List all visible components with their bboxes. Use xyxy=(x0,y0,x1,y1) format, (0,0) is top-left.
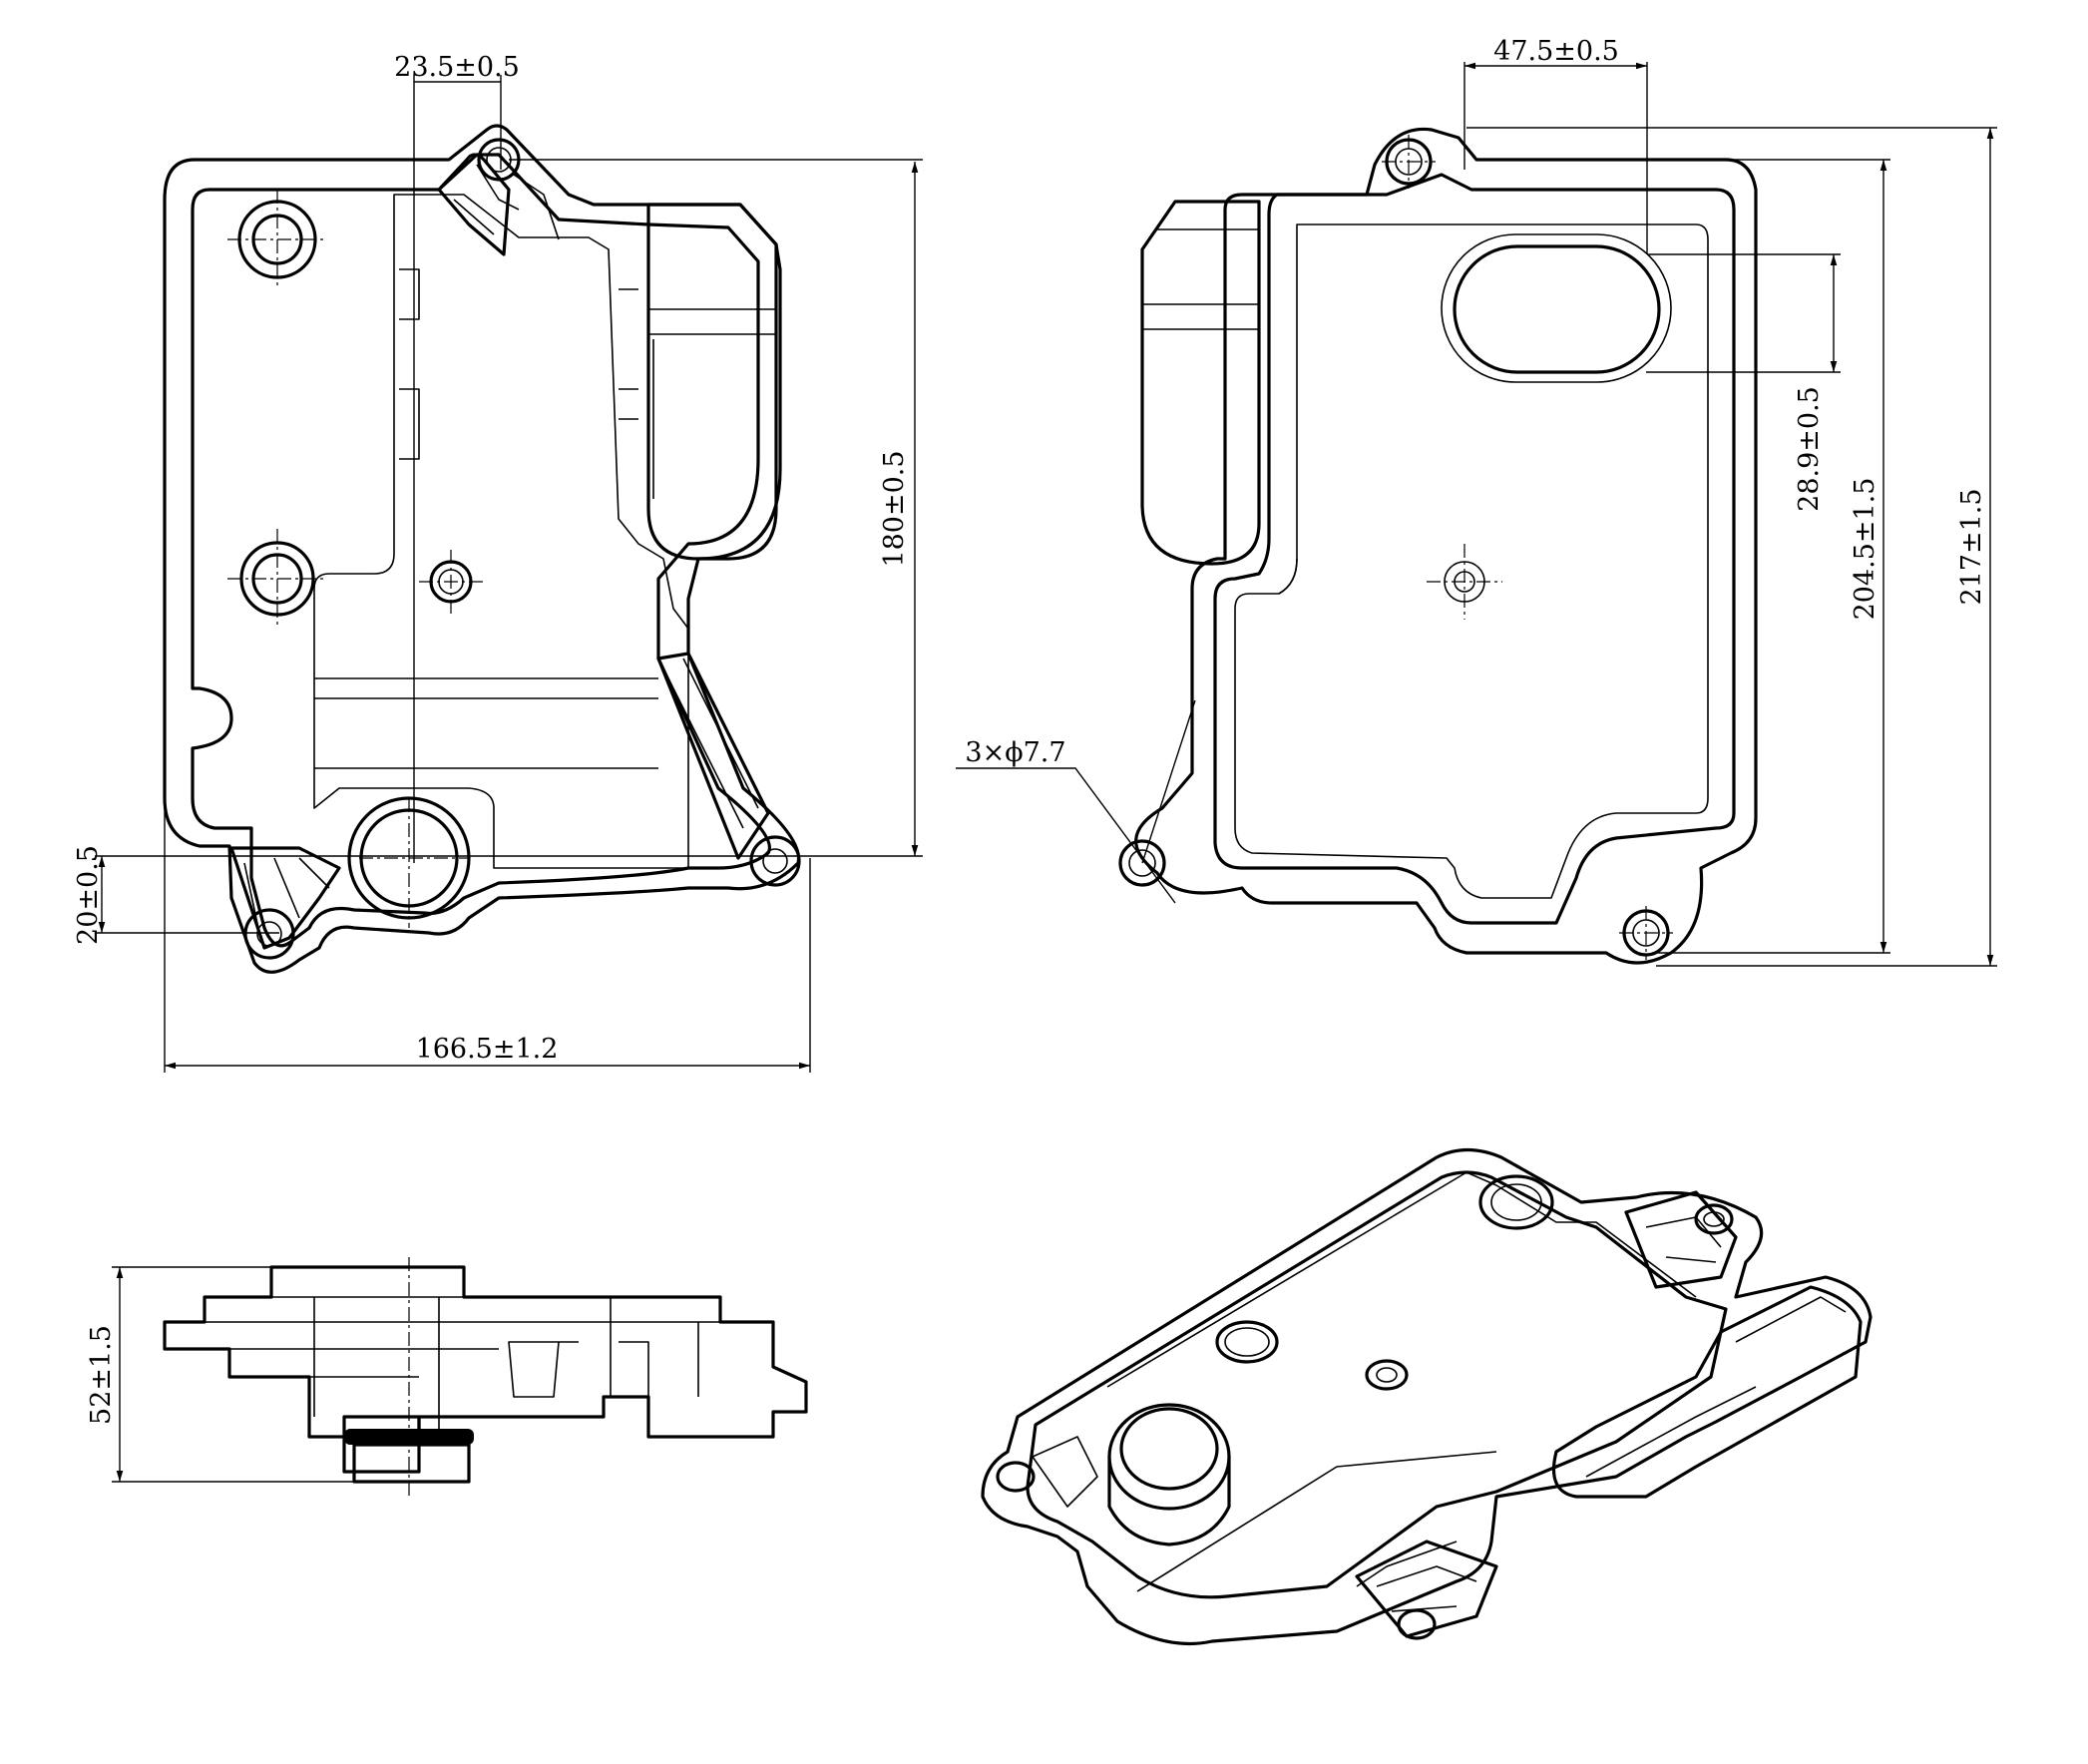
back-view xyxy=(956,62,1997,967)
back-holes xyxy=(1118,138,1670,957)
iso-right-pocket xyxy=(1551,1285,1863,1499)
dim-outlet-height: 28.9±0.5 xyxy=(1794,386,1825,512)
iso-inner-flange xyxy=(1026,1170,1728,1599)
iso-outer-flange xyxy=(981,1147,1873,1646)
dim-hole-spec: 3×ϕ7.7 xyxy=(965,737,1065,768)
front-inner-flange xyxy=(191,153,771,948)
back-left-pocket xyxy=(1140,200,1261,566)
dim-height-front: 180±0.5 xyxy=(879,450,910,567)
isometric-view xyxy=(981,1147,1873,1646)
dim-offset-left: 20±0.5 xyxy=(73,845,104,945)
back-outlet-oval xyxy=(1453,244,1661,374)
iso-outlet xyxy=(1107,1403,1231,1546)
iso-holes xyxy=(996,1174,1734,1640)
front-right-pocket xyxy=(646,203,778,561)
dimension-labels: 23.5±0.5 180±0.5 20±0.5 166.5±1.2 47.5±0… xyxy=(73,36,1987,1425)
back-inner-flange xyxy=(1213,173,1736,925)
front-view xyxy=(95,75,923,1073)
front-inner-tray xyxy=(313,194,689,869)
side-body xyxy=(163,1265,808,1439)
side-view xyxy=(112,1257,808,1497)
dim-offset-top-back: 47.5±0.5 xyxy=(1493,36,1619,67)
front-holes xyxy=(237,138,801,960)
dim-thickness-side: 52±1.5 xyxy=(86,1325,117,1425)
dim-offset-top: 23.5±0.5 xyxy=(394,52,520,83)
dim-height-inner: 204.5±1.5 xyxy=(1850,478,1880,621)
dim-width-front: 166.5±1.2 xyxy=(416,1034,559,1065)
dim-height-total: 217±1.5 xyxy=(1956,488,1987,605)
back-outer-flange xyxy=(1134,127,1758,965)
